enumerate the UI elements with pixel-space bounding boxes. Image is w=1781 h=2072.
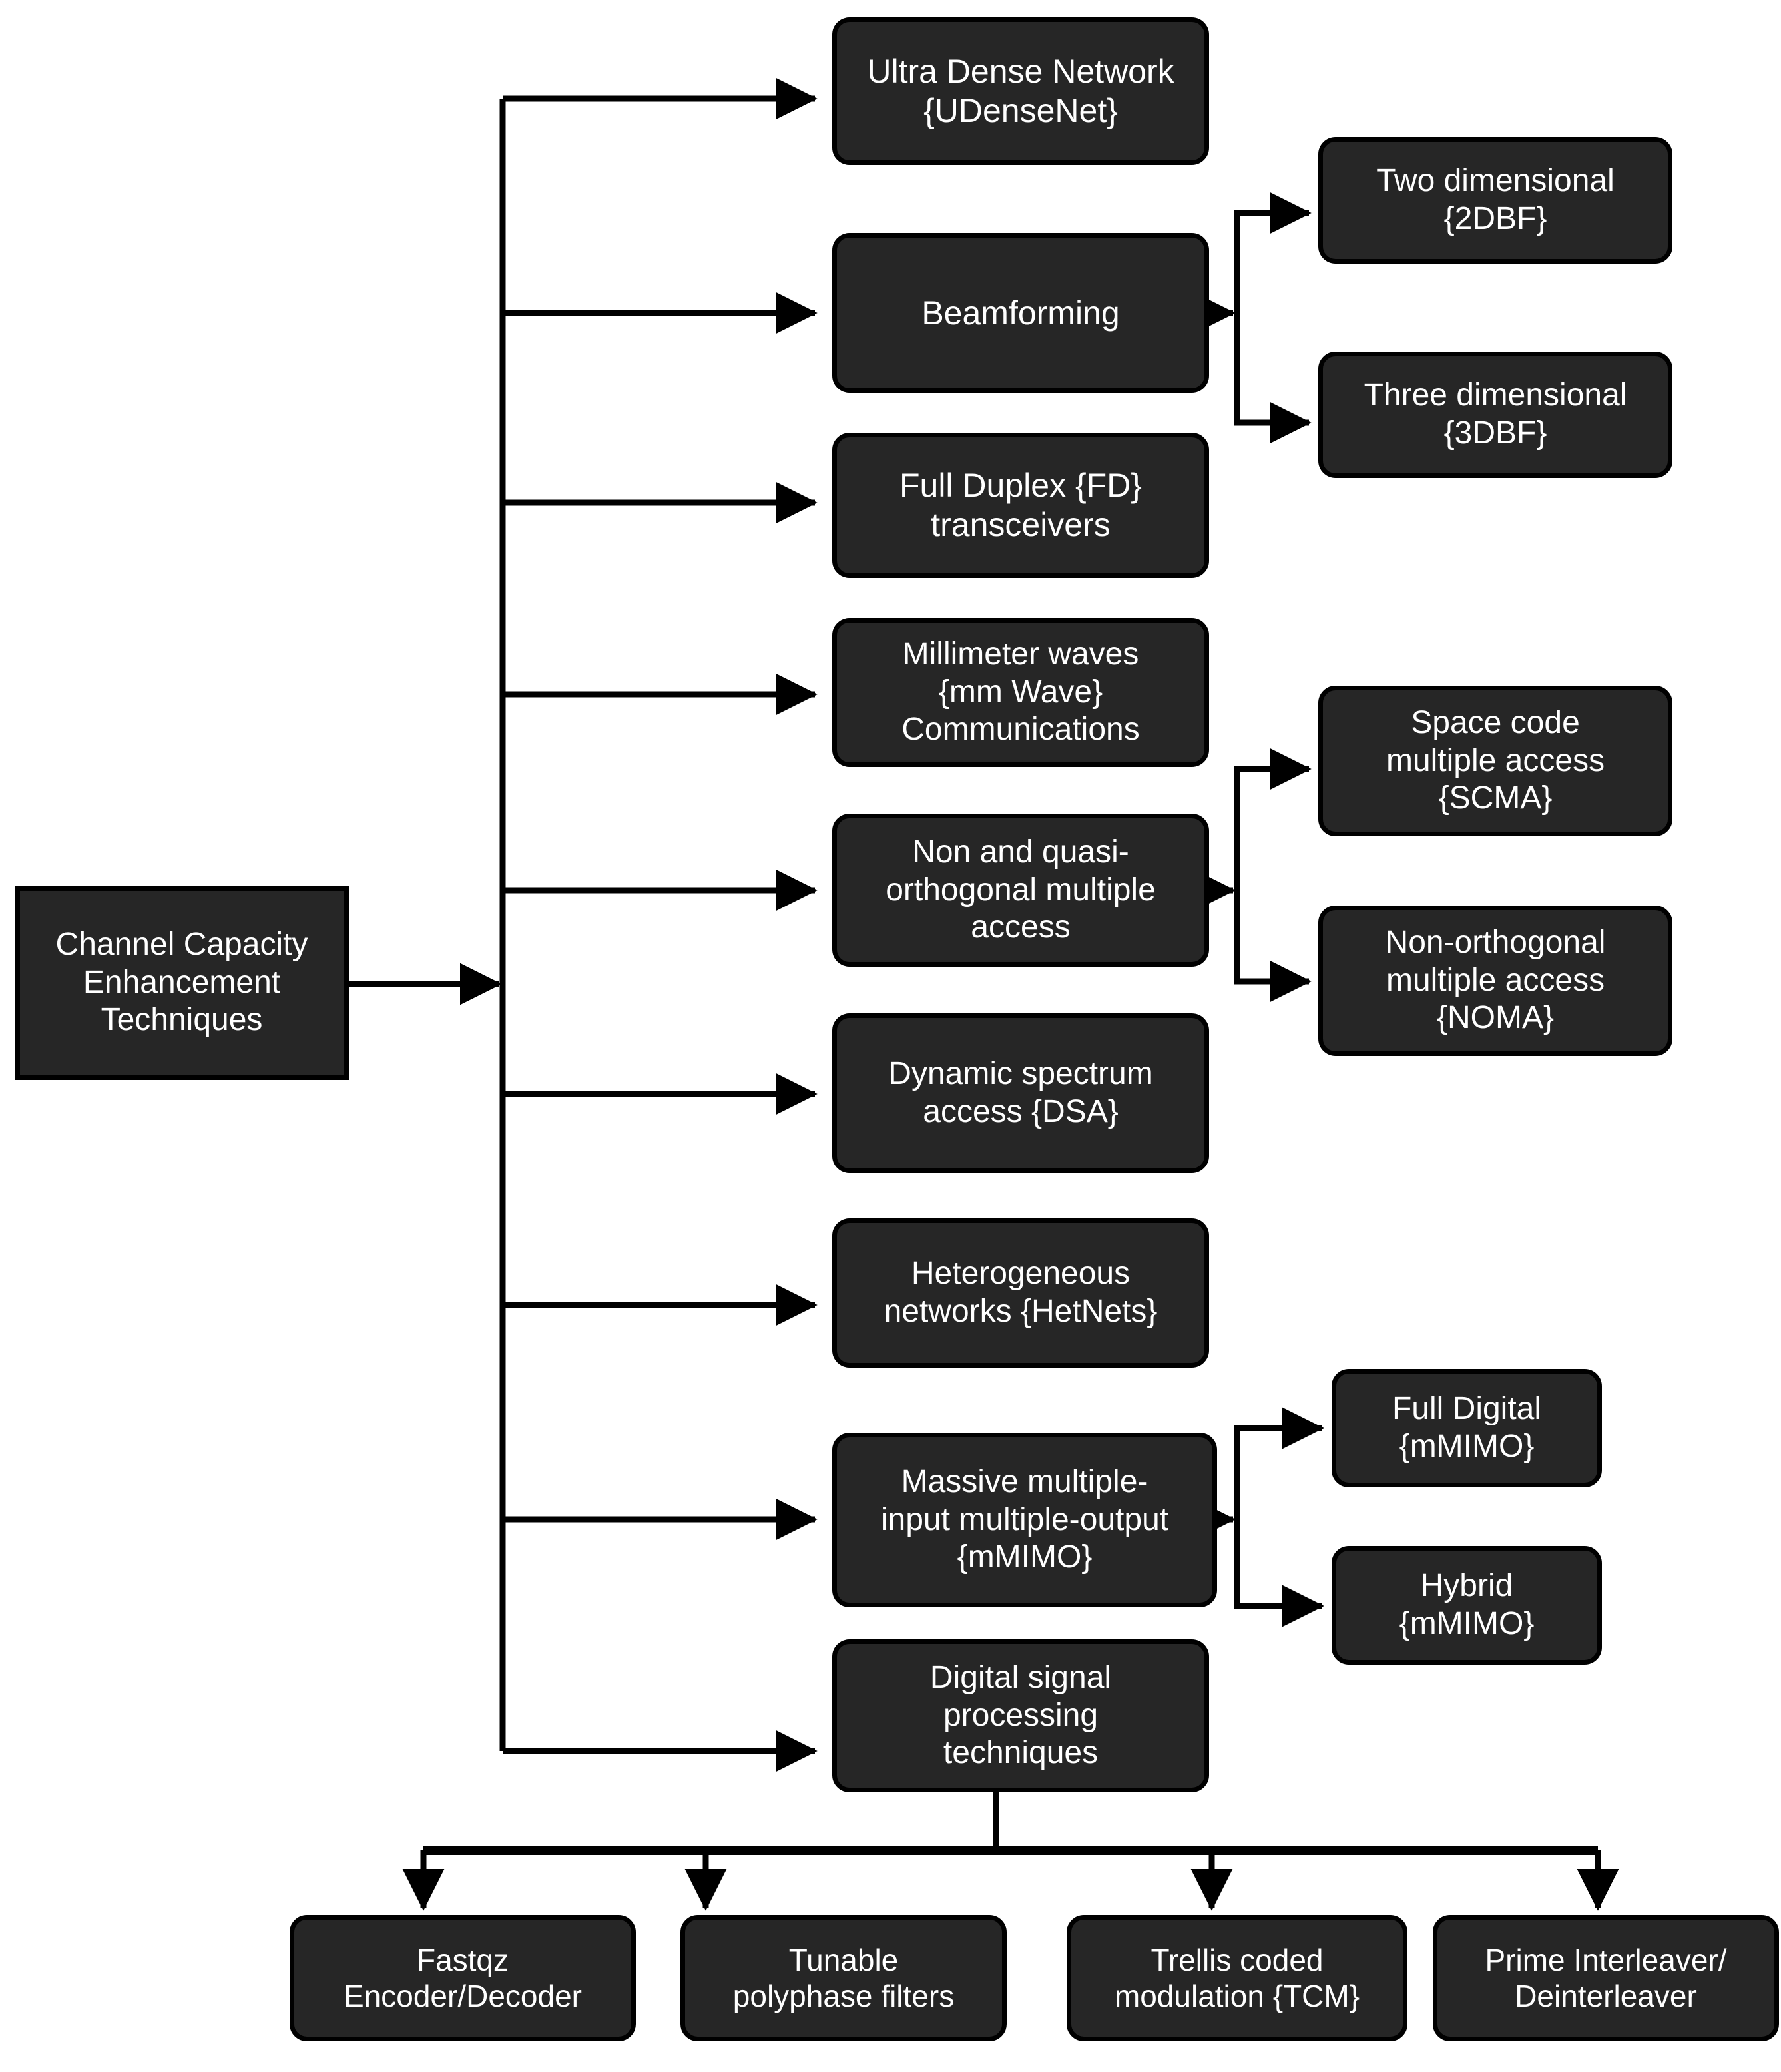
node-dsa[interactable]: Dynamic spectrum access {DSA} <box>832 1013 1209 1173</box>
node-interleaver-label: Prime Interleaver/ Deinterleaver <box>1485 1942 1727 2013</box>
node-root-label: Channel Capacity Enhancement Techniques <box>55 927 308 1038</box>
edge-nqoma-split <box>1234 748 1312 890</box>
node-tcm-label: Trellis coded modulation {TCM} <box>1114 1942 1360 2013</box>
node-udensenet[interactable]: Ultra Dense Network {UDenseNet} <box>832 17 1209 165</box>
node-dsp-label: Digital signal processing techniques <box>929 1660 1112 1771</box>
node-fullduplex[interactable]: Full Duplex {FD} transceivers <box>832 433 1209 578</box>
edge-beamforming-split2 <box>1234 313 1312 444</box>
edge-nqoma-split2 <box>1234 890 1312 1003</box>
node-hybrid-label: Hybrid {mMIMO} <box>1399 1568 1535 1641</box>
node-beamforming[interactable]: Beamforming <box>832 233 1209 393</box>
node-fastqz[interactable]: Fastqz Encoder/Decoder <box>290 1915 636 2041</box>
node-mmimo-label: Massive multiple- input multiple-output … <box>880 1464 1169 1575</box>
node-dsa-label: Dynamic spectrum access {DSA} <box>888 1056 1153 1129</box>
node-scma[interactable]: Space code multiple access {SCMA} <box>1318 686 1672 836</box>
node-2dbf-label: Two dimensional {2DBF} <box>1376 163 1615 236</box>
node-fastqz-label: Fastqz Encoder/Decoder <box>344 1942 582 2013</box>
node-hetnets[interactable]: Heterogeneous networks {HetNets} <box>832 1218 1209 1368</box>
node-polyphase-label: Tunable polyphase filters <box>732 1942 955 2013</box>
node-polyphase[interactable]: Tunable polyphase filters <box>680 1915 1007 2041</box>
node-hybrid[interactable]: Hybrid {mMIMO} <box>1332 1546 1602 1665</box>
node-mmwave[interactable]: Millimeter waves {mm Wave} Communication… <box>832 618 1209 767</box>
node-fulldigital-label: Full Digital {mMIMO} <box>1392 1391 1542 1464</box>
node-root[interactable]: Channel Capacity Enhancement Techniques <box>15 886 349 1080</box>
edge-beamforming-split <box>1234 192 1312 313</box>
edge-mmimo-split2 <box>1234 1519 1324 1627</box>
node-udensenet-label: Ultra Dense Network {UDenseNet} <box>867 53 1174 129</box>
node-3dbf-label: Three dimensional {3DBF} <box>1364 378 1627 451</box>
node-hetnets-label: Heterogeneous networks {HetNets} <box>884 1256 1158 1329</box>
node-2dbf[interactable]: Two dimensional {2DBF} <box>1318 137 1672 264</box>
node-tcm[interactable]: Trellis coded modulation {TCM} <box>1067 1915 1407 2041</box>
node-scma-label: Space code multiple access {SCMA} <box>1386 705 1605 816</box>
node-nqoma[interactable]: Non and quasi- orthogonal multiple acces… <box>832 814 1209 967</box>
node-beamforming-label: Beamforming <box>921 294 1120 332</box>
node-noma-label: Non-orthogonal multiple access {NOMA} <box>1385 925 1606 1036</box>
node-fulldigital[interactable]: Full Digital {mMIMO} <box>1332 1369 1602 1487</box>
node-fullduplex-label: Full Duplex {FD} transceivers <box>899 467 1143 543</box>
node-dsp[interactable]: Digital signal processing techniques <box>832 1639 1209 1792</box>
edge-mmimo-split <box>1234 1407 1324 1519</box>
node-nqoma-label: Non and quasi- orthogonal multiple acces… <box>886 834 1156 945</box>
node-noma[interactable]: Non-orthogonal multiple access {NOMA} <box>1318 906 1672 1056</box>
node-interleaver[interactable]: Prime Interleaver/ Deinterleaver <box>1433 1915 1779 2041</box>
node-mmwave-label: Millimeter waves {mm Wave} Communication… <box>901 637 1140 748</box>
node-mmimo[interactable]: Massive multiple- input multiple-output … <box>832 1433 1217 1607</box>
node-3dbf[interactable]: Three dimensional {3DBF} <box>1318 352 1672 478</box>
